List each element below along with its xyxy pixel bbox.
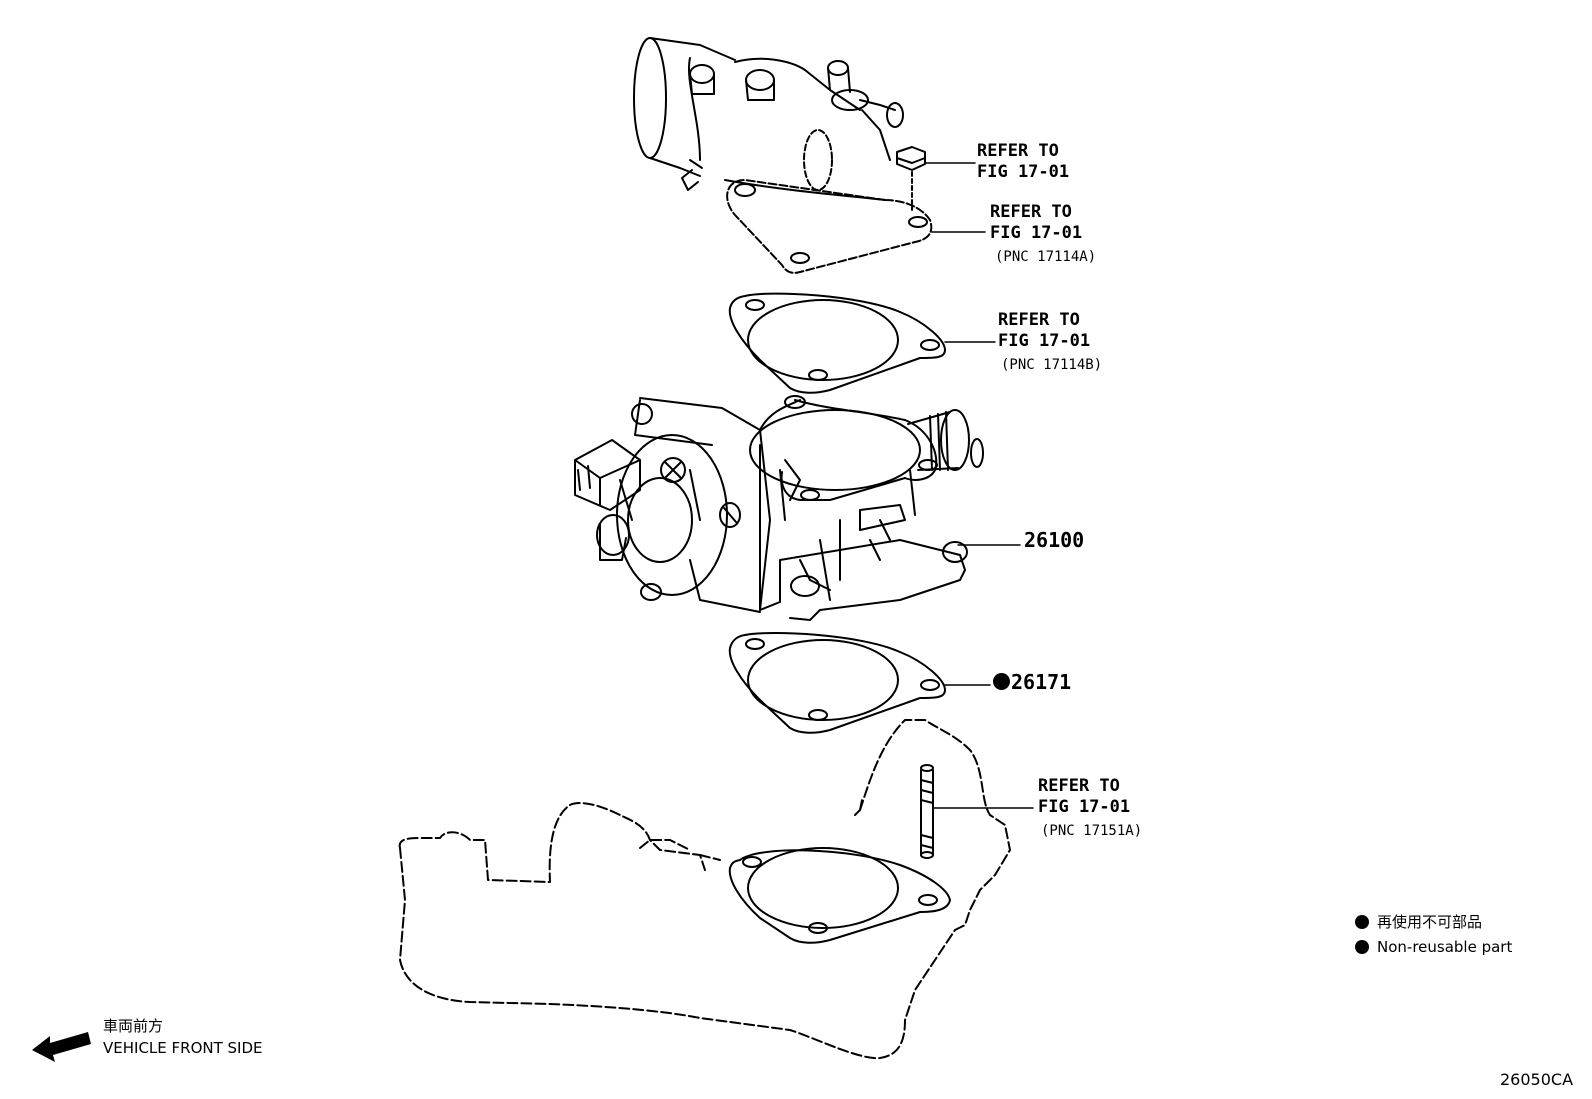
figure-code: 26050CA (1500, 1070, 1574, 1089)
callout-upper-gasket: REFER TO FIG 17-01 (998, 310, 1090, 352)
non-reusable-marker (993, 673, 1010, 690)
callout-bolt-line2: FIG 17-01 (977, 162, 1070, 182)
direction-jp: 車両前方 (103, 1017, 164, 1035)
front-direction-arrow (32, 1032, 91, 1062)
legend-marker-icon (1355, 915, 1369, 929)
legend-marker-icon (1355, 940, 1369, 954)
part-number-throttle-body: 26100 (1024, 528, 1085, 552)
callout-upper-gasket-line2: FIG 17-01 (998, 331, 1091, 351)
callout-stud-line1: REFER TO (1038, 776, 1120, 796)
legend-non-reusable-jp: 再使用不可部品 (1355, 912, 1482, 932)
callout-water-outlet: REFER TO FIG 17-01 (990, 202, 1082, 244)
throttle-body (574, 395, 984, 621)
stud-bolt (920, 764, 934, 859)
direction-en: VEHICLE FRONT SIDE (103, 1039, 263, 1057)
callout-upper-gasket-pnc: (PNC 17114B) (1001, 357, 1103, 373)
legend-jp-text: 再使用不可部品 (1377, 913, 1483, 931)
upper-gasket (728, 292, 946, 394)
callout-upper-gasket-line1: REFER TO (998, 310, 1080, 330)
part-number-gasket: 26171 (993, 670, 1071, 694)
intake-manifold (398, 719, 1011, 1060)
manifold-port (728, 847, 951, 944)
flange-bolt (896, 146, 926, 211)
callout-water-outlet-line2: FIG 17-01 (990, 223, 1083, 243)
lower-gasket (728, 632, 946, 734)
callout-bolt-line1: REFER TO (977, 141, 1059, 161)
callout-water-outlet-line1: REFER TO (990, 202, 1072, 222)
leader-lines (924, 162, 1034, 809)
legend-non-reusable-en: Non-reusable part (1355, 937, 1512, 957)
water-outlet-housing (633, 37, 933, 274)
callout-stud: REFER TO FIG 17-01 (1038, 776, 1130, 818)
callout-water-outlet-pnc: (PNC 17114A) (995, 249, 1097, 265)
legend-en-text: Non-reusable part (1377, 938, 1513, 956)
part-number-gasket-text: 26171 (1011, 670, 1072, 694)
callout-stud-line2: FIG 17-01 (1038, 797, 1131, 817)
callout-bolt: REFER TO FIG 17-01 (977, 141, 1069, 183)
callout-stud-pnc: (PNC 17151A) (1041, 823, 1143, 839)
